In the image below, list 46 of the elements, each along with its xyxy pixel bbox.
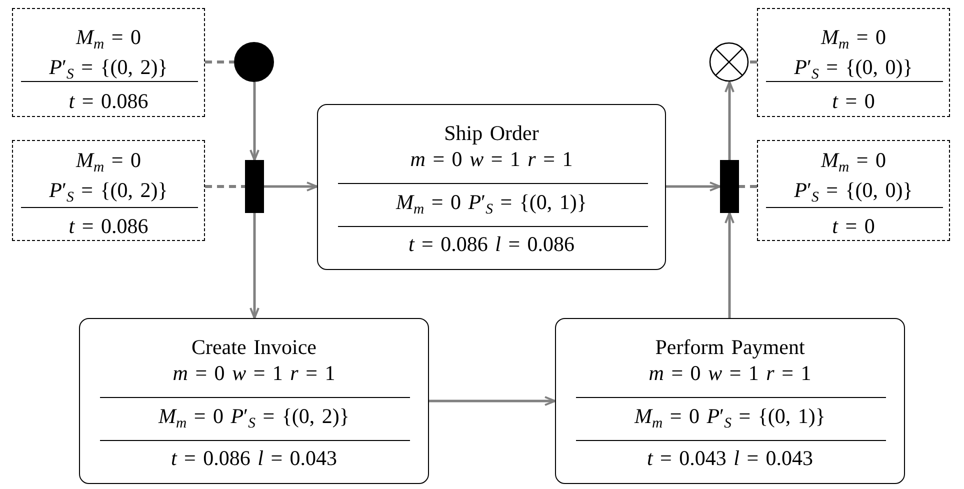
annotation-box: [757, 8, 950, 117]
end-node: [709, 42, 749, 82]
dashed-link: [749, 60, 757, 64]
formula-label: t = 0.086 l = 0.086: [408, 231, 575, 258]
formula-label: P′$_{S}$ = {(0, 0)}: [794, 177, 913, 204]
arrow: [250, 82, 260, 161]
formula-label: t = 0.043 l = 0.043: [646, 445, 814, 472]
activity-title: Create Invoice: [191, 334, 317, 361]
formula-label: m = 0 w = 1 r = 1: [648, 360, 812, 387]
formula-label: M$_{m}$ = 0 P′$_{S}$ = {(0, 1)}: [396, 189, 587, 216]
activity-title: Ship Order: [444, 120, 539, 147]
formula-label: M$_{m}$ = 0 P′$_{S}$ = {(0, 2)}: [158, 403, 350, 430]
formula-label: t = 0.086 l = 0.043: [170, 445, 338, 472]
dashed-link: [205, 60, 234, 64]
arrow: [429, 396, 556, 406]
formula-label: P′$_{S}$ = {(0, 2)}: [49, 177, 168, 204]
formula-label: P′$_{S}$ = {(0, 0)}: [794, 54, 913, 81]
annotation-box: [12, 8, 205, 117]
formula-label: t = 0: [832, 213, 875, 240]
activity-box: [317, 104, 666, 270]
join-bar: [720, 160, 739, 213]
arrow: [666, 182, 721, 192]
arrow: [724, 212, 734, 318]
formula-label: M$_{m}$ = 0 P′$_{S}$ = {(0, 1)}: [634, 403, 826, 430]
activity-box: [555, 318, 905, 484]
dashed-link: [739, 185, 757, 188]
arrow: [264, 182, 318, 192]
formula-label: M$_{m}$ = 0: [821, 24, 886, 51]
activity-title: Perform Payment: [655, 334, 805, 361]
activity-box: [79, 318, 429, 484]
formula-label: P′$_{S}$ = {(0, 2)}: [49, 54, 168, 81]
formula-label: m = 0 w = 1 r = 1: [410, 146, 573, 173]
start-node: [234, 42, 274, 82]
arrow: [250, 213, 260, 319]
dashed-link: [205, 185, 245, 188]
annotation-box: [757, 140, 950, 241]
formula-label: M$_{m}$ = 0: [76, 24, 141, 51]
formula-label: M$_{m}$ = 0: [76, 147, 141, 174]
formula-label: M$_{m}$ = 0: [821, 147, 886, 174]
formula-label: t = 0.086: [68, 213, 148, 240]
formula-label: m = 0 w = 1 r = 1: [172, 360, 336, 387]
formula-label: t = 0: [832, 88, 875, 115]
fork-bar: [245, 160, 264, 213]
arrow: [724, 81, 734, 160]
annotation-box: [12, 140, 205, 241]
formula-label: t = 0.086: [68, 88, 148, 115]
